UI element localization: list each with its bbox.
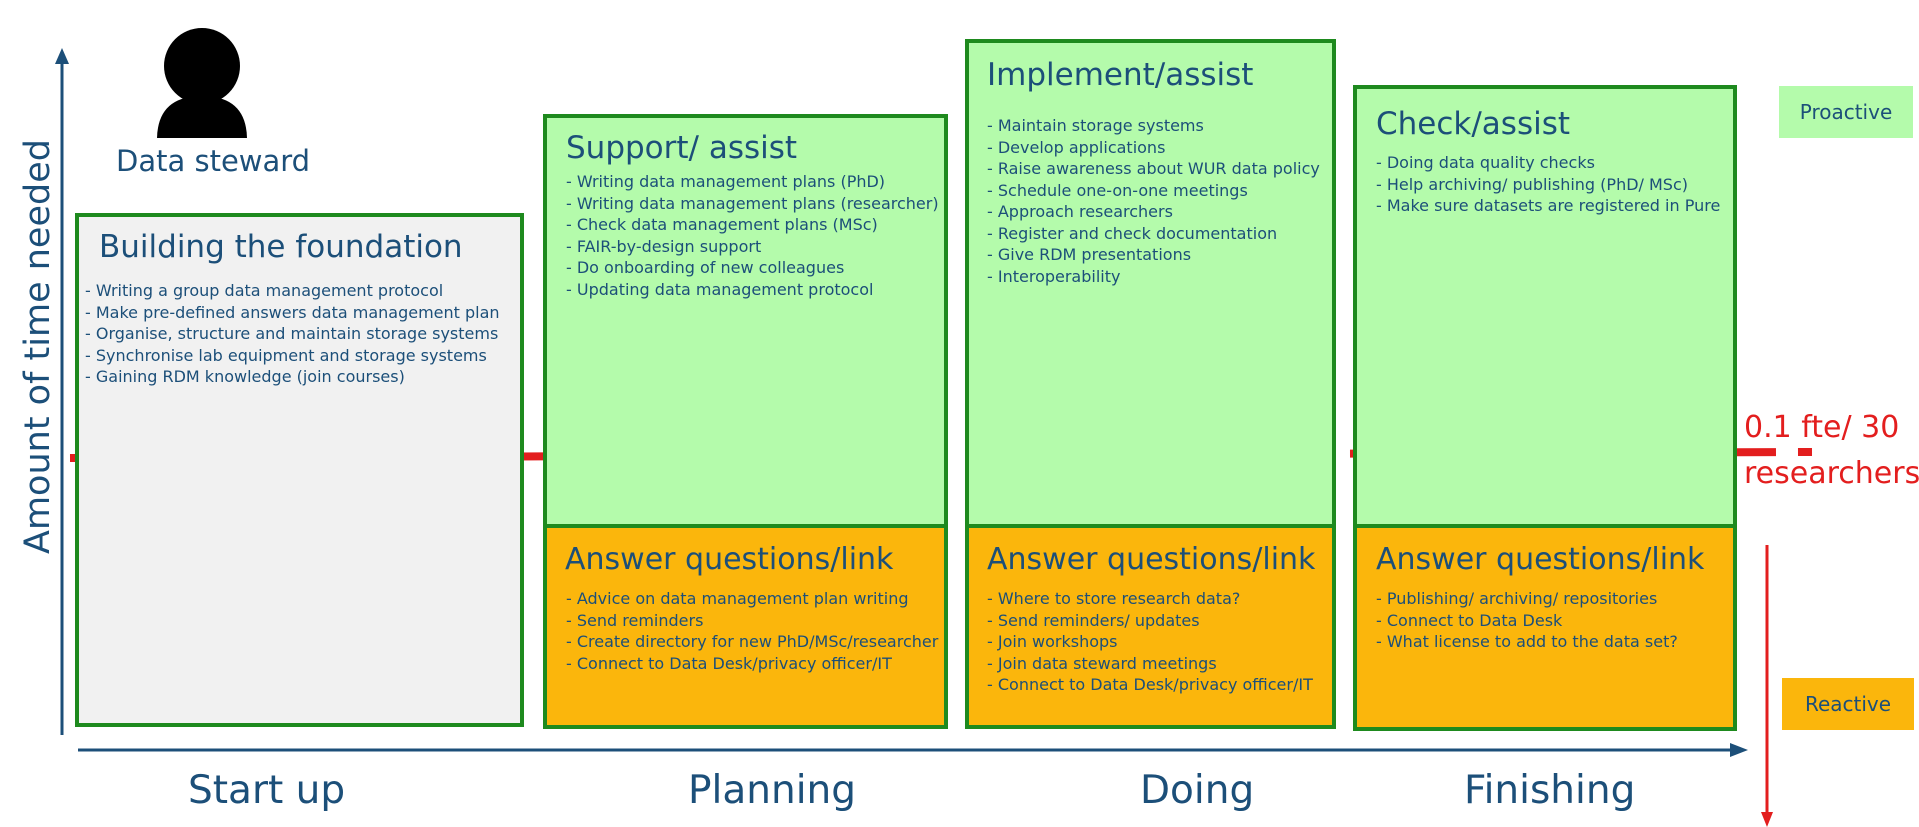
list-item: - Send reminders [566, 610, 704, 630]
doing-proactive-items: - Maintain storage systems - Develop app… [987, 115, 1320, 287]
phase-label-start-up: Start up [188, 768, 346, 813]
finishing-proactive-title: Check/assist [1376, 106, 1571, 142]
list-item: - Maintain storage systems [987, 116, 1204, 135]
planning-reactive-block: Answer questions/link - Advice on data m… [543, 524, 948, 729]
reactive-arrowhead [1761, 812, 1773, 827]
list-item: - Give RDM presentations [987, 245, 1192, 264]
planning-reactive-items: - Advice on data management plan writing… [566, 588, 938, 674]
list-item: - Connect to Data Desk/privacy officer/I… [566, 653, 892, 673]
x-axis-arrowhead [1730, 743, 1748, 757]
list-item: - Approach researchers [987, 202, 1173, 221]
doing-proactive-title: Implement/assist [987, 57, 1254, 93]
list-item: - Updating data management protocol [566, 279, 874, 299]
list-item: - Raise awareness about WUR data policy [987, 159, 1320, 178]
list-item: - What license to add to the data set? [1376, 632, 1678, 651]
list-item: - Check data management plans (MSc) [566, 215, 878, 234]
phase-label-finishing: Finishing [1464, 768, 1636, 813]
role-label: Data steward [116, 144, 311, 178]
finishing-reactive-title: Answer questions/link [1376, 542, 1705, 577]
phase-label-planning: Planning [688, 768, 856, 813]
person-icon [157, 28, 247, 138]
planning-reactive-title: Answer questions/link [565, 542, 894, 577]
planning-proactive-title: Support/ assist [566, 130, 798, 166]
foundation-title: Building the foundation [99, 229, 463, 265]
list-item: - Do onboarding of new colleagues [566, 258, 845, 277]
list-item: - Create directory for new PhD/MSc/resea… [566, 632, 939, 651]
phase-label-doing: Doing [1140, 768, 1255, 813]
doing-reactive-block: Answer questions/link - Where to store r… [965, 524, 1336, 729]
list-item: - Join data steward meetings [987, 653, 1217, 673]
list-item: - Connect to Data Desk/privacy officer/I… [987, 675, 1313, 694]
list-item: - Organise, structure and maintain stora… [85, 324, 499, 343]
finishing-reactive-items: - Publishing/ archiving/ repositories - … [1376, 588, 1678, 653]
list-item: - Where to store research data? [987, 589, 1241, 608]
list-item: - Connect to Data Desk [1376, 610, 1563, 630]
foundation-block: Building the foundation - Writing a grou… [75, 213, 524, 727]
list-item: - Writing data management plans (researc… [566, 193, 939, 213]
capacity-label-line1: 0.1 fte/ 30 [1744, 410, 1900, 445]
list-item: - Doing data quality checks [1376, 153, 1595, 172]
list-item: - Writing data management plans (PhD) [566, 172, 886, 191]
list-item: - Gaining RDM knowledge (join courses) [85, 367, 405, 386]
planning-proactive-block: Support/ assist - Writing data managemen… [543, 114, 948, 528]
finishing-proactive-block: Check/assist - Doing data quality checks… [1353, 85, 1737, 528]
y-axis-arrowhead [55, 48, 69, 64]
list-item: - Make pre-defined answers data manageme… [85, 302, 500, 322]
planning-proactive-items: - Writing data management plans (PhD) - … [566, 171, 939, 300]
doing-reactive-title: Answer questions/link [987, 542, 1316, 577]
doing-proactive-block: Implement/assist - Maintain storage syst… [965, 39, 1336, 528]
list-item: - Publishing/ archiving/ repositories [1376, 589, 1658, 608]
list-item: - Develop applications [987, 137, 1166, 157]
proactive-tag: Proactive [1779, 86, 1913, 138]
foundation-items: - Writing a group data management protoc… [85, 280, 500, 388]
list-item: - Writing a group data management protoc… [85, 281, 444, 300]
reactive-tag: Reactive [1782, 678, 1914, 730]
list-item: - Schedule one-on-one meetings [987, 180, 1248, 200]
list-item: - Advice on data management plan writing [566, 589, 909, 608]
list-item: - Interoperability [987, 266, 1121, 286]
list-item: - Register and check documentation [987, 223, 1278, 243]
list-item: - Join workshops [987, 632, 1118, 651]
list-item: - Synchronise lab equipment and storage … [85, 345, 487, 365]
list-item: - Make sure datasets are registered in P… [1376, 196, 1721, 215]
y-axis-label: Amount of time needed [18, 139, 58, 554]
list-item: - Help archiving/ publishing (PhD/ MSc) [1376, 174, 1688, 194]
finishing-reactive-block: Answer questions/link - Publishing/ arch… [1353, 524, 1737, 731]
doing-reactive-items: - Where to store research data? - Send r… [987, 588, 1313, 696]
list-item: - FAIR-by-design support [566, 236, 762, 256]
list-item: - Send reminders/ updates [987, 610, 1200, 630]
capacity-label-line2: researchers [1744, 456, 1919, 491]
finishing-proactive-items: - Doing data quality checks - Help archi… [1376, 152, 1720, 217]
